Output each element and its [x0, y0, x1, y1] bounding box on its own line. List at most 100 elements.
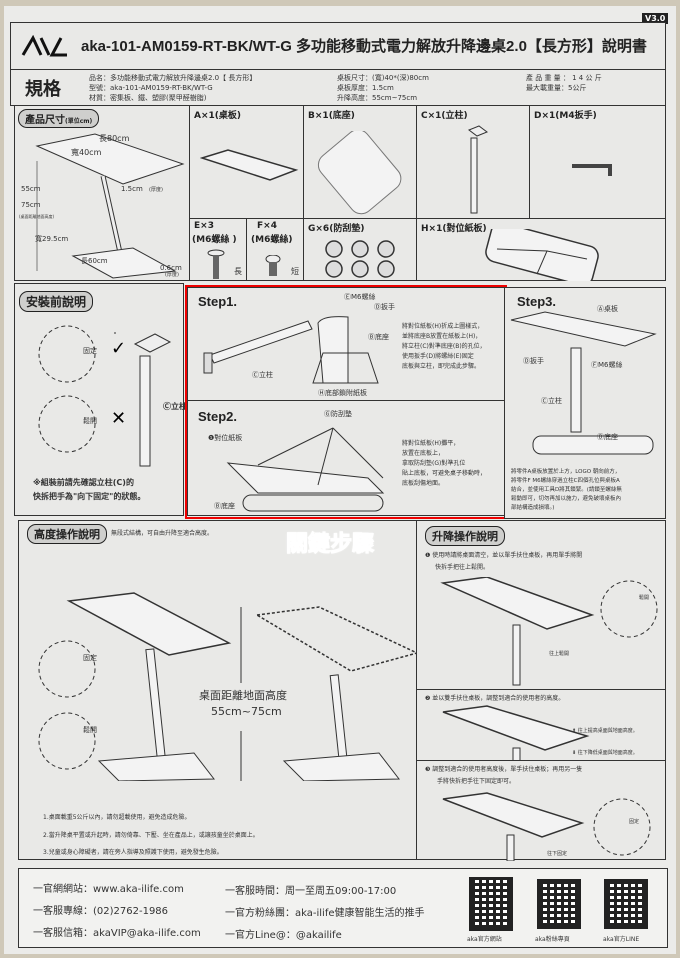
- lift-up-loosen-label: 往上鬆開: [549, 651, 570, 657]
- dim-width: 寬40cm: [71, 148, 102, 157]
- lift-step2-panel: ❷ 並以雙手扶住桌板，調整到適合的使用者的高度。 ⬆ 往上提高桌面與地面高度。 …: [416, 689, 666, 762]
- pillar-label: Ⓒ立柱: [163, 402, 187, 411]
- part-c: C×1(立柱): [416, 105, 530, 219]
- key-steps-highlight: [185, 285, 507, 519]
- qr-code-website[interactable]: [469, 877, 513, 931]
- step2-text: 將對位紙板(H)攤平，放置在底板上，拿取防刮墊(G)對準孔位貼上底板，可避免桌子…: [402, 440, 487, 487]
- part-g: G×6(防刮墊): [303, 218, 417, 281]
- step1-label-h: Ⓗ底部鎖附紙板: [318, 389, 367, 397]
- key-steps-label: 關鍵步驟: [285, 532, 375, 558]
- step2-panel: Step2. Ⓖ防刮墊 ❶對位紙板 Ⓑ底座 將對位紙板(H)攤平，放置在底板上，…: [187, 400, 505, 516]
- step3-title: Step3.: [517, 294, 557, 309]
- dim-thickness: 1.5cm: [121, 185, 143, 193]
- spec-name: 品名：多功能移動式電力解放升降邊桌2.0【 長方形】: [89, 74, 257, 82]
- pillar-icon: [467, 125, 489, 214]
- height-op-subtitle: 無段式結構，可自由升降至適合高度。: [111, 530, 214, 537]
- manual-page: V3.0 aka-101-AM0159-RT-BK/WT-G 多功能移動式電力解…: [4, 6, 676, 954]
- part-e: E×3(M6螺絲 )長: [189, 218, 247, 281]
- dimensions-panel: 產品尺寸(單位cm) 長80cm 寬40cm 1.5cm (厚度) 55cm 7…: [14, 105, 190, 281]
- short-screw-icon: [265, 255, 281, 276]
- lift-step3-drawing: [442, 792, 651, 861]
- step2-drawing: [226, 427, 385, 512]
- long-screw-icon: [207, 249, 225, 279]
- phone-number: 一客服專線：(02)2762-1986: [33, 906, 169, 917]
- preinstall-drawing: ✓✕: [38, 325, 172, 467]
- loose-label: 鬆開: [83, 417, 97, 425]
- lower-label: ⬇ 往下降低桌面與地面高度。: [572, 750, 638, 756]
- dim-base-length: 長60cm: [81, 257, 108, 265]
- preinstall-note-1: ※組裝前請先確認立柱(C)的: [33, 478, 134, 487]
- dimensions-title: 產品尺寸(單位cm): [18, 109, 100, 128]
- service-hours: 一客服時間：周一至周五09:00-17:00: [225, 886, 397, 897]
- spec-model: 型號：aka-101-AM0159-RT-BK/WT-G: [89, 84, 213, 92]
- version-badge: V3.0: [642, 13, 669, 24]
- manual-title: aka-101-AM0159-RT-BK/WT-G 多功能移動式電力解放升降邊桌…: [81, 38, 647, 55]
- step1-panel: Step1. ⒺM6螺絲 Ⓓ扳手 Ⓑ底座 Ⓒ立柱 Ⓗ底部鎖附紙板 將對位紙板(H…: [187, 287, 505, 401]
- aka-logo: [21, 35, 67, 57]
- short-tag: 短: [291, 267, 299, 276]
- step2-label-h: ❶對位紙板: [208, 434, 243, 442]
- step2-title: Step2.: [198, 409, 238, 424]
- lift-step1-panel: 升降操作說明 ❶ 使用時請將桌面清空，並以單手扶住桌板，再用單手將開 快拆手把往…: [416, 520, 666, 690]
- height-operation-panel: 高度操作說明 無段式結構，可自由升降至適合高度。 固定 鬆開 桌面距離地面高度 …: [18, 520, 418, 860]
- height-loose-label: 鬆開: [83, 726, 97, 734]
- caution-note-2: 2.當升降桌平置或升起時，請勿倚靠、下壓、坐在產品上，或讓孩童坐於桌面上。: [43, 832, 259, 839]
- fixed-label: 固定: [83, 347, 97, 355]
- height-range-label: 桌面距離地面高度: [199, 689, 287, 702]
- website-link[interactable]: 一官網網站：www.aka-ilife.com: [33, 884, 184, 895]
- spec-weight: 產 品 重 量 ： 1 4 公 斤: [526, 74, 602, 82]
- spec-size: 桌板尺寸：(寬)40*(深)80cm: [337, 74, 429, 82]
- step3-text: 將零件A桌板放置於上方，LOGO 朝向前方，將零件F M6螺絲穿過立柱C四個孔位…: [511, 469, 622, 511]
- step1-label-c: Ⓒ立柱: [252, 371, 273, 379]
- fanpage-link[interactable]: 一官方粉絲團：aka-ilife健康智能生活的推手: [225, 908, 425, 919]
- lift-step1-text-1: ❶ 使用時請將桌面清空，並以單手扶住桌板，再用單手將開: [425, 552, 583, 559]
- lift-step3-text-2: 手將快拆把手往下固定即可。: [437, 778, 516, 785]
- lift-step2-drawing: [442, 705, 590, 762]
- spec-material: 材質：密集板、鐵、塑膠(聚甲醛樹脂): [89, 94, 207, 102]
- alignment-board-icon: [485, 229, 599, 281]
- dim-height-max: 75cm: [21, 201, 41, 209]
- step1-label-e: ⒺM6螺絲: [344, 293, 376, 301]
- email-link[interactable]: 一客服信箱：akaVIP@aka-ilife.com: [33, 928, 201, 939]
- lift-loose-label: 鬆開: [639, 595, 650, 601]
- svg-text:✕: ✕: [111, 408, 126, 429]
- raise-label: ⬆ 往上提高桌面與地面高度。: [572, 728, 638, 734]
- lift-step3-text-1: ❸ 調整到適合的使用者高度後，單手扶住桌板；再用另一隻: [425, 766, 583, 773]
- line-account[interactable]: 一官方Line@：@akailife: [225, 930, 342, 941]
- lift-step3-panel: ❸ 調整到適合的使用者高度後，單手扶住桌板；再用另一隻 手將快拆把手往下固定即可…: [416, 760, 666, 861]
- spec-heading: 規格: [25, 79, 61, 100]
- qr-label-fanpage: aka粉絲專頁: [535, 936, 570, 943]
- part-h: H×1(對位紙板): [416, 218, 666, 281]
- spec-section: 規格 品名：多功能移動式電力解放升降邊桌2.0【 長方形】 型號：aka-101…: [10, 69, 666, 106]
- step1-drawing: [203, 316, 379, 384]
- svg-text:✓: ✓: [111, 338, 126, 359]
- caution-note-1: 1.桌面載重5公斤以內，請勿超載使用，避免造成危險。: [43, 814, 191, 821]
- step3-label-b: Ⓑ底座: [597, 433, 618, 441]
- spec-height: 升降高度：55cm~75cm: [337, 94, 418, 102]
- header: aka-101-AM0159-RT-BK/WT-G 多功能移動式電力解放升降邊桌…: [10, 22, 666, 70]
- footer-contact: 一官網網站：www.aka-ilife.com 一客服專線：(02)2762-1…: [18, 868, 668, 948]
- part-f: F×4(M6螺絲)短: [246, 218, 304, 281]
- step3-panel: Step3. Ⓐ桌板 Ⓓ扳手 ⒻM6螺絲 Ⓒ立柱 Ⓑ底座 將零件A桌板放置於上方…: [504, 287, 666, 519]
- lift-step1-text-2: 快拆手把往上鬆開。: [435, 564, 490, 571]
- spec-thickness: 桌板厚度：1.5cm: [337, 84, 394, 92]
- dim-base-thickness-note: (厚度): [165, 272, 179, 278]
- qr-label-website: aka官方網站: [467, 936, 502, 943]
- dim-length: 長80cm: [99, 134, 130, 143]
- step3-label-a: Ⓐ桌板: [597, 305, 618, 313]
- qr-code-line[interactable]: [604, 879, 648, 929]
- lift-step1-drawing: [440, 577, 658, 686]
- dim-thickness-note: (厚度): [149, 187, 163, 193]
- pads-icon: [325, 240, 395, 278]
- step3-drawing: [510, 311, 657, 455]
- step1-title: Step1.: [198, 294, 238, 309]
- preinstall-panel: 安裝前說明 ✓✕ 固定 鬆開 Ⓒ立柱 ※組裝前請先確認立柱(C)的 快拆把手為"…: [14, 283, 187, 516]
- qr-code-fanpage[interactable]: [537, 879, 581, 929]
- dim-base-width: 寬29.5cm: [35, 235, 69, 243]
- spec-max-load: 最大載重量：5公斤: [526, 84, 587, 92]
- height-drawing: [38, 592, 418, 781]
- step1-label-d: Ⓓ扳手: [374, 303, 395, 311]
- part-a: A×1(桌板): [189, 105, 304, 219]
- tabletop-icon: [200, 149, 299, 181]
- wrench-icon: [572, 164, 612, 176]
